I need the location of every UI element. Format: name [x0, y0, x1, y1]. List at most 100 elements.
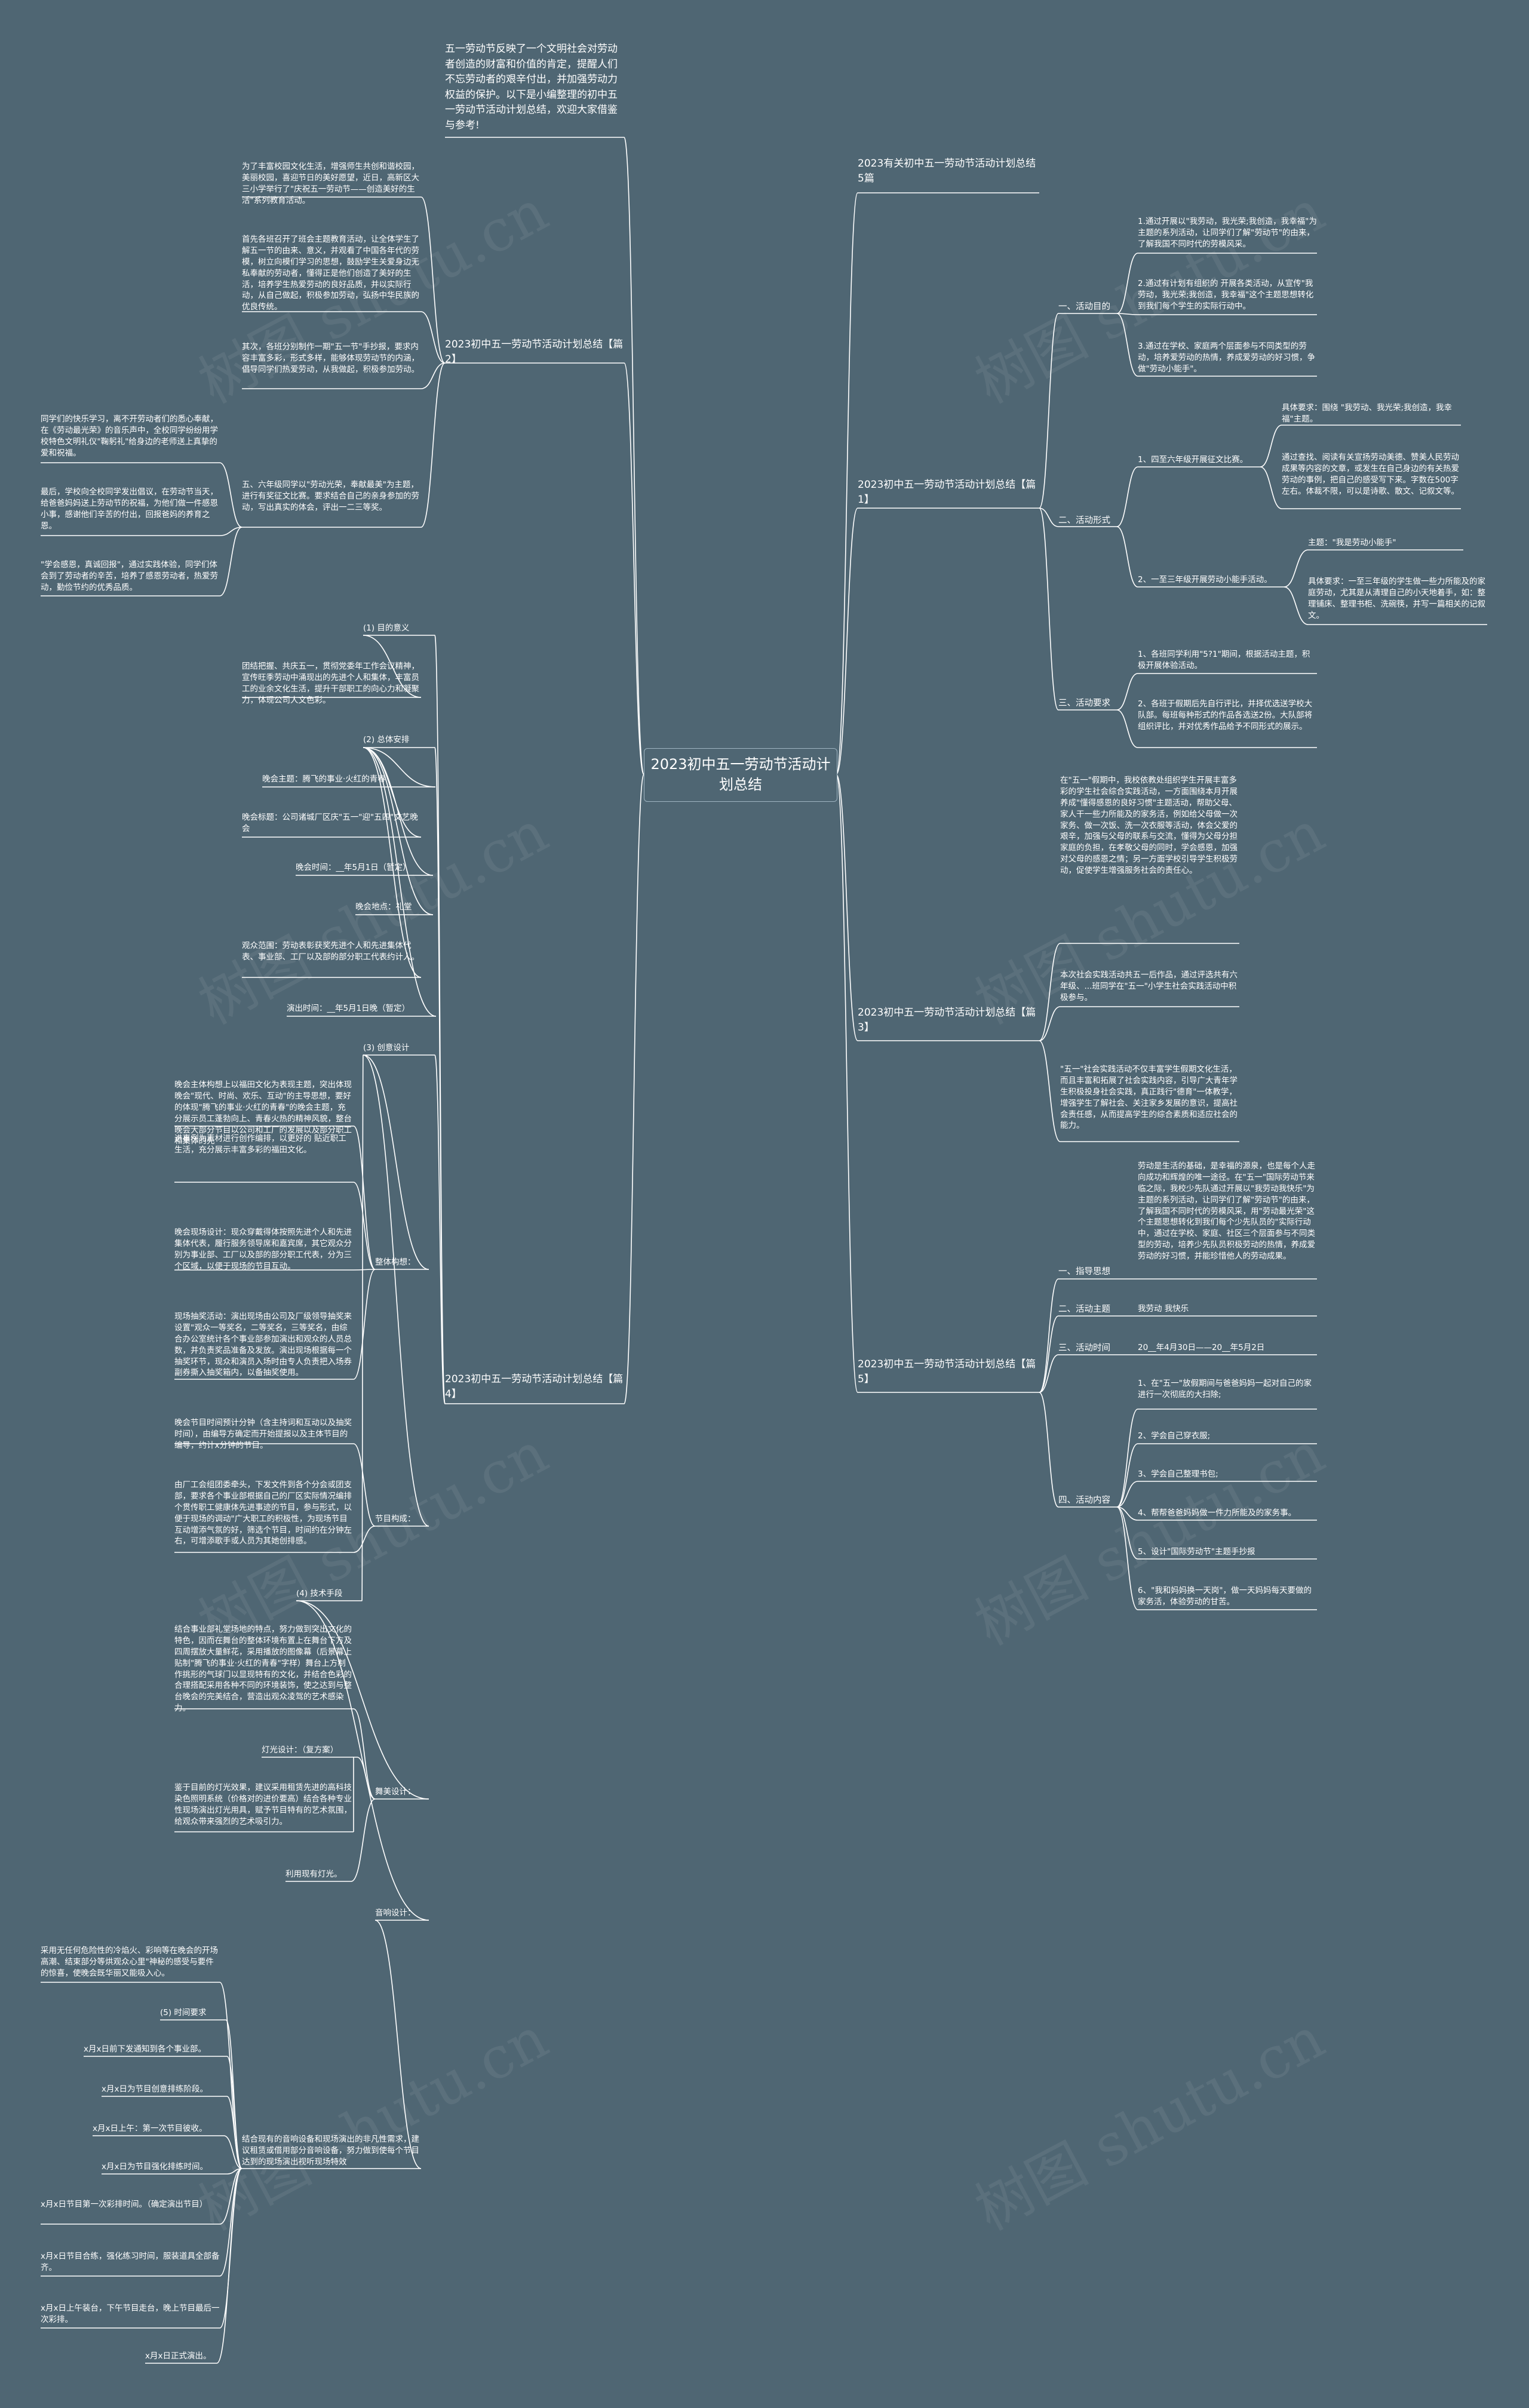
connector: [353, 1125, 376, 1270]
purpose-item[interactable]: 3.通过在学校、家庭两个层面参与不同类型的劳动，培养爱劳动的热情，养成爱劳动的好…: [1138, 342, 1315, 374]
requirement-item[interactable]: 1、各班同学利用"5?1"期间，根据活动主题，积极开展体验活动。: [1138, 650, 1310, 671]
branch-title-1[interactable]: 2023初中五一劳动节活动计划总结【篇1】: [858, 479, 1036, 506]
connector: [1284, 549, 1309, 588]
purpose-item[interactable]: 2.通过有计划有组织的 开展各类活动，从宣传"我劳动，我光荣;我创造，我幸福"这…: [1138, 279, 1314, 311]
label-theme[interactable]: 二、活动主题: [1058, 1305, 1110, 1314]
label-form[interactable]: 二、活动形式: [1058, 516, 1110, 525]
article-paragraph[interactable]: 其次，各班分别制作一期"五一节"手抄报，要求内容丰富多彩，形式多样，能够体现劳动…: [242, 342, 419, 374]
intro-node[interactable]: 五一劳动节反映了一个文明社会对劳动者创造的财富和价值的肯定，提醒人们不忘劳动者的…: [445, 43, 618, 131]
label-overall-concept[interactable]: 整体构想：: [375, 1257, 416, 1267]
content-item[interactable]: 6、"我和妈妈换一天岗"，做一天妈妈每天要做的家务活，体验劳动的甘苦。: [1138, 1586, 1312, 1607]
creative-text[interactable]: 晚会现场设计：现众穿戴得体按照先进个人和先进集体代表，履行服务领导席和嘉宾席，其…: [174, 1228, 352, 1271]
article-paragraph[interactable]: 在"五一"假期中，我校依教处组织学生开展丰富多彩的学生社会综合实践活动，一方面围…: [1060, 776, 1238, 876]
plan-item[interactable]: 晚会主题：腾飞的事业·火红的青春: [262, 774, 386, 784]
label-overall[interactable]: (2) 总体安排: [363, 735, 410, 745]
connector: [1039, 508, 1059, 527]
label-audio[interactable]: 音响设计：: [375, 1908, 416, 1918]
audio-requirement[interactable]: 结合现有的音响设备和现场演出的非凡性需求，建议租赁或借用部分音响设备，努力做到使…: [242, 2135, 419, 2167]
plan-item[interactable]: 晚会标题：公司诸城厂区庆"五一"迎"五四"文艺晚会: [242, 813, 418, 834]
time-item[interactable]: x月x日前下发通知到各个事业部。: [84, 2044, 206, 2054]
connector: [219, 527, 242, 596]
connector: [420, 362, 446, 528]
connector: [1039, 1040, 1061, 1142]
sub-paragraph[interactable]: 同学们的快乐学习，离不开劳动者们的悉心奉献，在《劳动最光荣》的音乐声中，全校同学…: [41, 414, 218, 458]
time-item[interactable]: x月x日上午：第一次节目彼收。: [93, 2124, 207, 2133]
creative-text[interactable]: 进事例为素材进行创作编排，以更好的 贴近职工生活，充分展示丰富多彩的福田文化。: [174, 1134, 346, 1155]
form-detail[interactable]: 具体要求：一至三年级的学生做一些力所能及的家庭劳动，尤其是从清理自己的小天地着手…: [1308, 577, 1485, 620]
plan-item[interactable]: 演出时间：__年5月1日晚（暂定）: [287, 1004, 410, 1013]
connector: [1116, 1506, 1138, 1610]
time-item[interactable]: x月x日节目合练，强化练习时间，服装道具全部备齐。: [41, 2252, 220, 2272]
creative-text[interactable]: 现场抽奖活动：演出现场由公司及厂级领导抽奖来设置"观众一等奖名，二等奖名，三等奖…: [174, 1312, 352, 1378]
form-detail[interactable]: 主题："我是劳动小能手": [1308, 538, 1396, 548]
plan-item[interactable]: 晚会地点：礼堂: [355, 902, 412, 912]
program-text[interactable]: 由厂工会组团委牵头，下发文件到各个分会或团支部，要求各个事业部根据自己的厂区实际…: [174, 1480, 352, 1546]
root-node[interactable]: 2023初中五一劳动节活动计划总结: [644, 748, 837, 802]
article-paragraph[interactable]: 为了丰富校园文化生活，增强师生共创和谐校园，美丽校园，喜迎节日的美好愿望，近日，…: [242, 162, 419, 205]
content-item[interactable]: 3、学会自己整理书包;: [1138, 1469, 1218, 1479]
connector: [363, 747, 434, 915]
article-paragraph[interactable]: 首先各班召开了班会主题教育活动，让全体学生了解五一节的由来、意义，并观看了中国各…: [242, 235, 419, 312]
branch-title-3[interactable]: 2023初中五一劳动节活动计划总结【篇3】: [858, 1007, 1036, 1034]
sub-paragraph[interactable]: 最后，学校向全校同学发出倡议，在劳动节当天，给爸爸妈妈送上劳动节的祝福，为他们做…: [41, 487, 218, 531]
connector: [296, 1600, 429, 1800]
lighting-text[interactable]: 鉴于目前的灯光效果，建议采用租赁先进的高科技染色照明系统（价格对的进价要高）结合…: [174, 1783, 352, 1826]
lighting-label[interactable]: 灯光设计：（复方案）: [262, 1745, 339, 1755]
guiding-text[interactable]: 劳动是生活的基础，是幸福的源泉，也是每个人走向成功和辉煌的唯一途径。在"五一"国…: [1138, 1161, 1315, 1262]
branch-title-5b[interactable]: 2023初中五一劳动节活动计划总结【篇5】: [858, 1358, 1036, 1385]
article-paragraph[interactable]: 本次社会实践活动共五一后作品，通过评选共有六年级、...班同学在"五一"小学生社…: [1060, 970, 1238, 1002]
label-time-requirement[interactable]: (5) 时间要求: [160, 2008, 207, 2018]
label-purpose[interactable]: 一、活动目的: [1058, 302, 1110, 312]
time-item[interactable]: x月x日为节目创意排练阶段。: [102, 2084, 208, 2094]
label-creative[interactable]: (3) 创意设计: [363, 1043, 410, 1053]
branch-title-5[interactable]: 2023有关初中五一劳动节活动计划总结5篇: [858, 158, 1036, 184]
branch-title-4[interactable]: 2023初中五一劳动节活动计划总结【篇4】: [445, 1373, 624, 1400]
technical-text[interactable]: 结合事业部礼堂场地的特点，努力做到突出文化的特色，因而在舞台的整体环境布置上在舞…: [174, 1625, 352, 1714]
label-stage[interactable]: 舞美设计：: [375, 1787, 416, 1797]
program-text[interactable]: 晚会节目时间预计分钟（含主持词和互动以及抽奖时间），由编导方确定而开始提报以及主…: [174, 1418, 352, 1450]
connector: [1039, 1354, 1059, 1393]
plan-item[interactable]: 观众范围：劳动表彰获奖先进个人和先进集体代表、事业部、工厂以及部的部分职工代表约…: [242, 941, 419, 962]
connector: [353, 1269, 376, 1380]
time-item[interactable]: x月x日为节目强化排练时间。: [102, 2162, 208, 2172]
content-item[interactable]: 5、设计"国际劳动节"主题手抄报: [1138, 1547, 1255, 1557]
lighting-text[interactable]: 利用现有灯光。: [285, 1869, 342, 1879]
content-item[interactable]: 4、帮帮爸爸妈妈做一件力所能及的家务事。: [1138, 1508, 1297, 1518]
connector: [219, 462, 242, 528]
label-time[interactable]: 三、活动时间: [1058, 1343, 1110, 1353]
sub-paragraph[interactable]: "学会感恩，真诚回报"，通过实践体验，同学们体会到了劳动者的辛苦，培养了感恩劳动…: [41, 560, 218, 592]
label-purpose-meaning[interactable]: (1) 目的意义: [363, 623, 410, 633]
label-requirements[interactable]: 三、活动要求: [1058, 699, 1110, 708]
form-item[interactable]: 1、四至六年级开展征文比赛。: [1138, 455, 1248, 465]
plan-item[interactable]: 晚会时间：__年5月1日（暂定）: [296, 863, 411, 872]
connector: [226, 2056, 242, 2169]
form-detail[interactable]: 通过查找、阅读有关宣扬劳动美德、赞美人民劳动成果等内容的文章，或发生在自己身边的…: [1282, 453, 1459, 496]
requirement-item[interactable]: 2、各班于假期后先自行评比，并择优选送学校大队部。每班每种形式的作品各选送2份。…: [1138, 699, 1313, 731]
label-content[interactable]: 四、活动内容: [1058, 1496, 1110, 1505]
branch-title-2[interactable]: 2023初中五一劳动节活动计划总结【篇2】: [445, 339, 624, 365]
time-item[interactable]: x月x日节目第一次彩排时间。（确定演出节目）: [41, 2200, 208, 2209]
creative-text[interactable]: 晚会主体构想上以福田文化为表现主题，突出体现晚会"现代、时尚、欢乐、互动"的主导…: [174, 1080, 352, 1146]
theme-text[interactable]: 我劳动 我快乐: [1138, 1304, 1189, 1314]
time-item[interactable]: x月x日正式演出。: [145, 2351, 211, 2361]
connector: [836, 508, 858, 775]
connector: [351, 1798, 376, 1882]
audio-text[interactable]: 采用无任何危险性的冷焰火、彩响等在晚会的开场高潮、结束部分等烘观众心里"神秘的感…: [41, 1946, 218, 1978]
purpose-item[interactable]: 1.通过开展以"我劳动，我光荣;我创造，我幸福"为主题的系列活动，让同学们了解"…: [1138, 217, 1317, 249]
time-item[interactable]: x月x日上午装台，下午节目走台，晚上节目最后一次彩排。: [41, 2304, 220, 2324]
connector: [1116, 313, 1138, 315]
content-item[interactable]: 2、学会自己穿衣服;: [1138, 1431, 1211, 1441]
form-item[interactable]: 2、一至三年级开展劳动小能手活动。: [1138, 575, 1272, 585]
content-item[interactable]: 1、在"五一"放假期间与爸爸妈妈一起对自己的家进行一次彻底的大扫除;: [1138, 1379, 1312, 1400]
time-text[interactable]: 20__年4月30日——20__年5月2日: [1138, 1343, 1265, 1352]
label-technical[interactable]: (4) 技术手段: [296, 1589, 343, 1598]
purpose-text[interactable]: 团结把握、共庆五一，贯彻党委年工作会议精神，宣传旺季劳动中涌现出的先进个人和集体…: [242, 662, 419, 705]
label-program[interactable]: 节目构成：: [375, 1514, 416, 1524]
article-paragraph[interactable]: 五、六年级同学以"劳动光荣，奉献最美"为主题，进行有奖征文比赛。要求结合自己的亲…: [242, 480, 419, 512]
connector: [363, 747, 434, 876]
article-paragraph[interactable]: "五一"社会实践活动不仅丰富学生假期文化生活，而且丰富和拓展了社会实践内容，引导…: [1060, 1065, 1238, 1131]
connector: [1116, 709, 1138, 748]
form-detail[interactable]: 具体要求：围绕 "我劳动、我光荣;我创造，我幸福"主题。: [1282, 403, 1453, 424]
label-guiding[interactable]: 一、指导思想: [1058, 1267, 1110, 1277]
connector: [1260, 425, 1282, 468]
